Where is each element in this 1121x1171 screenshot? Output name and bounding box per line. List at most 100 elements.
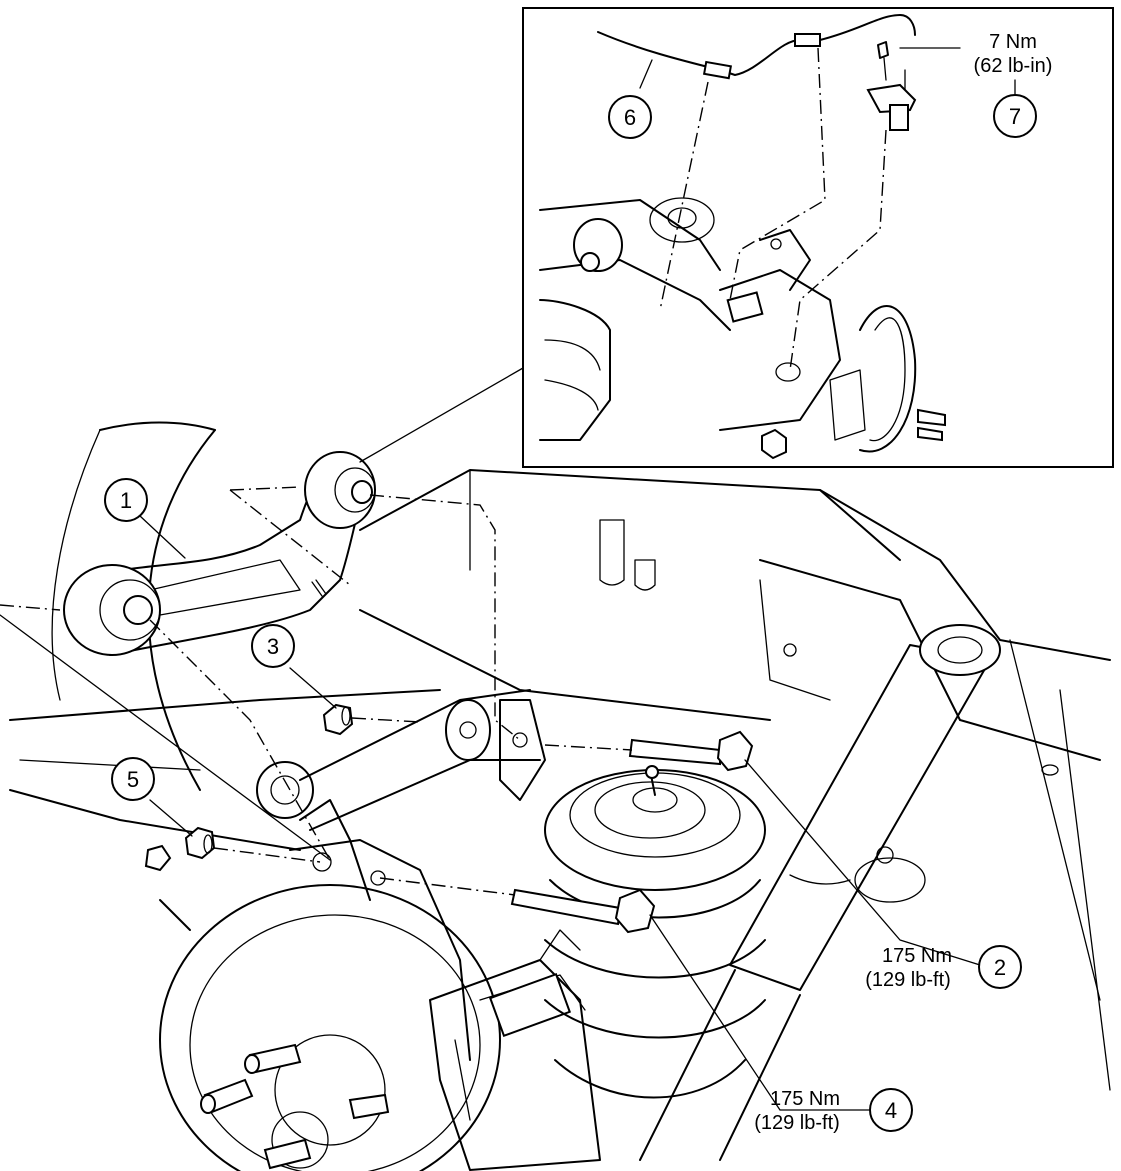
torque-spec-4: 175 Nm (129 lb-ft) xyxy=(754,1088,840,1134)
inset-upper-arm-bottom xyxy=(539,259,731,331)
upper-control-arm xyxy=(63,451,376,656)
svg-text:3: 3 xyxy=(267,634,279,659)
svg-text:1: 1 xyxy=(120,488,132,513)
inset-arm-nut xyxy=(580,252,600,272)
upper-arm-bracket xyxy=(499,699,546,801)
shock-absorber xyxy=(639,624,1001,1161)
upper-arm-bracket-hole xyxy=(512,732,528,748)
subframe-bushing xyxy=(256,761,314,819)
bolt-2 xyxy=(628,730,754,772)
body-panel-slot-1 xyxy=(599,519,625,586)
torque-7-imperial: (62 lb-in) xyxy=(974,55,1053,77)
leader-lines-main xyxy=(139,515,981,1111)
inset-centerline-clip-1 xyxy=(659,81,709,311)
mount-nut xyxy=(876,846,894,864)
centerline-bolt-4 xyxy=(379,877,516,896)
frame-hole xyxy=(1041,764,1059,776)
coil-spring xyxy=(544,765,766,1099)
bracket-hole xyxy=(783,643,797,657)
callout-4: 4 xyxy=(869,1088,913,1132)
body-panel-top xyxy=(359,469,901,561)
frame-rail-edge-2 xyxy=(1059,689,1111,1091)
brake-hose-fitting xyxy=(539,929,581,961)
inset-upper-arm-top xyxy=(539,199,721,271)
brake-rotor-inner xyxy=(189,914,481,1171)
callout-2: 2 xyxy=(978,945,1022,989)
subframe-bottom xyxy=(9,789,301,851)
torque-7-metric: 7 Nm xyxy=(989,31,1037,53)
hub-pilot xyxy=(271,1111,329,1169)
subframe-bushing-center xyxy=(270,775,300,805)
svg-text:7: 7 xyxy=(1009,104,1021,129)
hub-center xyxy=(274,1034,386,1146)
torque-2-imperial: (129 lb-ft) xyxy=(865,969,951,991)
inset-strut-mount xyxy=(649,197,715,243)
subframe-nut xyxy=(144,844,172,872)
knuckle-upper-hole xyxy=(312,852,332,872)
inset-centerline-clip-2 xyxy=(729,47,826,301)
nut-3 xyxy=(322,703,354,736)
inset-sensor-bore xyxy=(775,362,801,382)
inset-knuckle xyxy=(719,269,841,431)
body-panel-slot-2 xyxy=(634,559,656,591)
main-illustration xyxy=(0,421,1111,1171)
callout-6: 6 xyxy=(608,95,652,139)
inset-connector-1 xyxy=(359,367,524,463)
torque-2-metric: 175 Nm xyxy=(882,945,952,967)
centerline-bolt-2 xyxy=(544,744,633,751)
centerline-arm-outer xyxy=(229,486,301,491)
frame-rail-upper xyxy=(819,489,1111,661)
frame-rail-edge xyxy=(1009,639,1101,1001)
lower-arm-bottom xyxy=(309,759,541,831)
svg-text:4: 4 xyxy=(885,1098,897,1123)
centerline-nut-5 xyxy=(213,847,321,863)
svg-text:6: 6 xyxy=(624,105,636,130)
callout-1: 1 xyxy=(104,478,148,522)
torque-spec-2: 175 Nm (129 lb-ft) xyxy=(865,945,952,991)
callout-7: 7 xyxy=(993,94,1037,138)
inset-stud-1 xyxy=(917,408,946,427)
caliper-detail-2 xyxy=(454,1039,471,1121)
wire-clip-1 xyxy=(702,60,733,80)
caliper-connector xyxy=(488,972,572,1038)
torque-spec-7: 7 Nm (62 lb-in) xyxy=(974,31,1053,77)
bracket-outline xyxy=(759,579,831,701)
subframe-top xyxy=(9,689,441,721)
callout-5: 5 xyxy=(111,757,155,801)
mount-pad xyxy=(854,857,926,903)
lower-arm-top xyxy=(299,689,531,781)
inset-hub xyxy=(829,369,866,441)
centerline-outer-bushing xyxy=(369,494,521,741)
lower-arm-bushing xyxy=(445,699,491,761)
brake-rotor-outer xyxy=(159,884,501,1171)
inset-centerline-sensor xyxy=(789,129,887,371)
knuckle-arm xyxy=(299,799,371,901)
abs-sensor-wire xyxy=(597,14,916,76)
reference-line xyxy=(0,614,331,861)
centerline-nut-3 xyxy=(351,717,421,723)
wheel-arch-edge xyxy=(99,421,216,431)
svg-text:5: 5 xyxy=(127,767,139,792)
centerline-inner-right xyxy=(149,619,331,861)
wheel-studs xyxy=(200,1043,390,1170)
torque-4-imperial: (129 lb-ft) xyxy=(754,1112,840,1134)
abs-sensor xyxy=(866,41,917,131)
inset-bolt-head xyxy=(761,428,787,460)
inset-link xyxy=(759,229,811,291)
inset-rotor-edge xyxy=(859,305,917,453)
subframe-detail xyxy=(19,759,201,771)
svg-text:2: 2 xyxy=(994,955,1006,980)
inset-stud-2 xyxy=(917,426,943,442)
wire-clip-2 xyxy=(794,33,821,47)
callout-3: 3 xyxy=(251,624,295,668)
lower-link-end xyxy=(159,899,191,931)
lower-arm-bushing-hole xyxy=(459,721,477,739)
torque-4-metric: 175 Nm xyxy=(770,1088,840,1110)
centerline-inner-left xyxy=(0,604,61,611)
leader-lines-inset xyxy=(639,47,1016,96)
bolt-4 xyxy=(510,888,656,934)
knuckle-outline xyxy=(289,839,471,1061)
inset-connector xyxy=(726,291,764,323)
